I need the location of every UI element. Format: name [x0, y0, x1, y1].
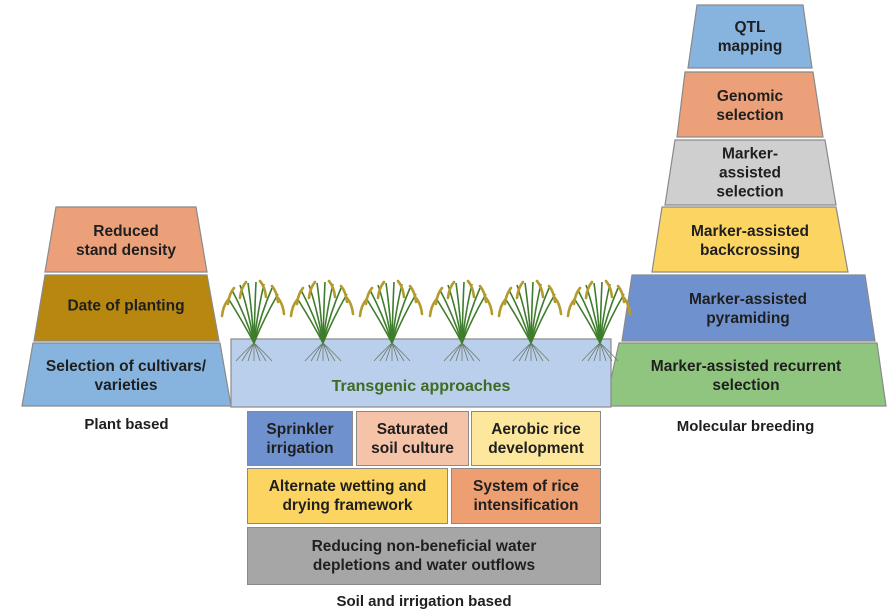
transgenic-approaches-box — [230, 338, 612, 408]
plant-tier-3-line-2: varieties — [95, 377, 158, 394]
mol-tier-shape-1 — [687, 4, 813, 69]
mol-tier-shape-2 — [676, 71, 824, 138]
mol-tier-4-line-2: backcrossing — [700, 242, 800, 259]
mol-tier-3-line-1: Marker- — [722, 146, 778, 163]
reducing-line-1: Reducing non-beneficial water — [311, 538, 537, 555]
mol-tier-3-line-2: assisted — [719, 165, 781, 182]
rice-plant-5 — [497, 279, 563, 362]
alternate-wetting-drying-box: Alternate wetting and drying framework — [247, 468, 448, 524]
mol-tier-shape-4 — [651, 206, 849, 273]
sprinkler-irrigation-box: Sprinkler irrigation — [247, 411, 353, 466]
plant-tier-2-line-1: Date of planting — [67, 298, 184, 315]
mol-tier-3-line-3: selection — [716, 184, 783, 201]
mol-tier-1-line-2: mapping — [718, 38, 783, 55]
aerobic-line-2: development — [488, 439, 584, 457]
rice-plant-4 — [428, 279, 494, 362]
system-of-rice-intensification-box: System of rice intensification — [451, 468, 601, 524]
awd-line-2: drying framework — [282, 497, 413, 514]
plant-based-caption: Plant based — [84, 416, 169, 433]
sprinkler-line-2: irrigation — [266, 439, 334, 457]
rice-plant-6 — [566, 279, 632, 362]
saturated-line-2: soil culture — [371, 439, 454, 457]
sri-line-1: System of rice — [473, 478, 579, 495]
mol-tier-6-line-2: selection — [712, 377, 779, 394]
plant-tier-1-line-1: Reduced — [93, 223, 158, 240]
mol-tier-1-line-1: QTL — [735, 19, 766, 36]
sri-line-2: intensification — [473, 497, 579, 514]
rice-plants — [220, 279, 632, 362]
molecular-breeding-pyramid — [604, 4, 887, 407]
transgenic-approaches-label: Transgenic approaches — [331, 378, 511, 395]
awd-line-1: Alternate wetting and — [268, 478, 427, 495]
plant-tier-shape-2 — [33, 274, 220, 342]
saturated-line-1: Saturated — [376, 420, 449, 438]
mol-tier-4-line-1: Marker-assisted — [691, 223, 809, 240]
mol-tier-5-line-2: pyramiding — [706, 310, 790, 327]
mol-tier-5-line-1: Marker-assisted — [689, 291, 807, 308]
plant-tier-shape-1 — [44, 206, 208, 273]
rice-plant-3 — [358, 279, 424, 362]
mol-tier-shape-3 — [664, 139, 837, 206]
molecular-breeding-caption: Molecular breeding — [676, 418, 815, 435]
mol-tier-6-line-1: Marker-assisted recurrent — [651, 358, 841, 375]
sprinkler-line-1: Sprinkler — [266, 420, 334, 438]
mol-tier-2-line-1: Genomic — [717, 88, 784, 105]
reducing-line-2: depletions and water outflows — [312, 557, 536, 574]
rice-plant-2 — [289, 279, 355, 362]
rice-plant-1 — [220, 279, 286, 362]
mol-tier-2-line-2: selection — [716, 107, 783, 124]
mol-tier-shape-5 — [621, 274, 876, 342]
soil-irrigation-caption: Soil and irrigation based — [336, 593, 512, 610]
plant-tier-1-line-2: stand density — [76, 242, 176, 259]
plant-tier-3-line-1: Selection of cultivars/ — [46, 358, 207, 375]
aerobic-line-1: Aerobic rice — [491, 420, 581, 438]
saturated-soil-culture-box: Saturated soil culture — [356, 411, 469, 466]
plant-based-pyramid — [21, 206, 232, 407]
molecular-breeding-tier-labels: QTLmappingGenomicselectionMarker-assiste… — [651, 19, 841, 394]
reducing-water-depletions-box: Reducing non-beneficial water depletions… — [247, 527, 601, 585]
aerobic-rice-development-box: Aerobic rice development — [471, 411, 601, 466]
